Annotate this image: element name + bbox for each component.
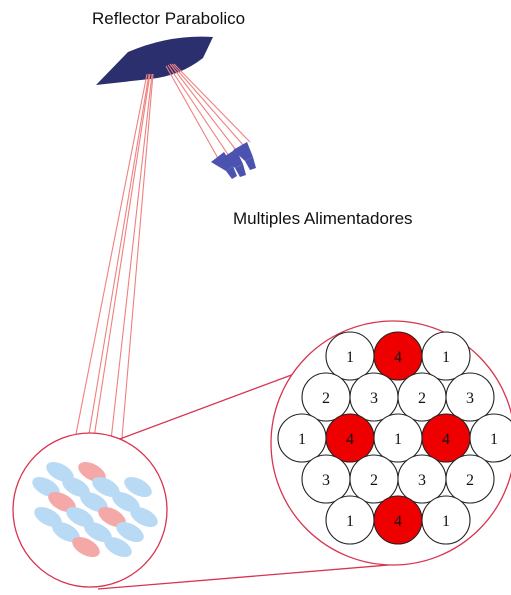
spot-beam <box>124 477 152 497</box>
feeds-label: Multiples Alimentadores <box>233 209 413 228</box>
spot-beam <box>32 477 60 497</box>
ray-line <box>165 65 220 161</box>
spot-beam-footprints <box>32 462 158 557</box>
cell-label: 2 <box>418 390 426 407</box>
ray-line <box>167 64 230 157</box>
cell-label: 2 <box>322 390 330 407</box>
ray-line <box>171 63 245 147</box>
cell-label: 1 <box>442 349 450 366</box>
ray-line <box>80 73 150 483</box>
cell-label: 1 <box>490 431 498 448</box>
spot-beam <box>104 537 132 557</box>
cell-label: 3 <box>466 390 474 407</box>
cell-label: 1 <box>394 431 402 448</box>
spot-beam <box>46 462 74 482</box>
cell-label: 4 <box>394 513 402 530</box>
spot-beam <box>66 507 94 527</box>
cell-label: 3 <box>418 472 426 489</box>
cell-label: 2 <box>370 472 378 489</box>
spot-beam <box>84 522 112 542</box>
cell-circle <box>445 454 495 504</box>
zoom-connector-line <box>108 363 322 444</box>
cell-label: 1 <box>442 513 450 530</box>
cell-circle <box>421 331 471 381</box>
spot-beam-highlight <box>78 462 106 482</box>
reflector-label: Reflector Parabolico <box>92 9 246 28</box>
feed-horn <box>211 152 237 179</box>
spot-beam <box>62 477 90 497</box>
frequency-reuse-cells: 1 4 1 2 3 2 3 1 4 1 4 1 3 2 3 2 1 4 1 <box>277 331 511 545</box>
zoom-connector-line <box>97 563 402 590</box>
ray-line <box>169 63 237 151</box>
spot-beam <box>130 507 158 527</box>
spot-beam <box>112 492 140 512</box>
cell-circle <box>421 495 471 545</box>
cell-label: 4 <box>442 431 450 448</box>
spot-beam <box>116 522 144 542</box>
ray-line <box>62 73 148 501</box>
spot-beam-highlight <box>48 492 76 512</box>
spot-beam <box>52 522 80 542</box>
cell-label: 1 <box>346 349 354 366</box>
cell-label: 1 <box>346 513 354 530</box>
feed-horn-array <box>211 142 256 179</box>
cell-label: 4 <box>346 431 354 448</box>
cell-circle <box>469 413 511 463</box>
spot-beam <box>34 507 62 527</box>
ray-line <box>173 63 251 143</box>
ray-bundle-feeds <box>165 63 251 161</box>
cell-label: 2 <box>466 472 474 489</box>
spot-beam-highlight <box>98 507 126 527</box>
feed-horn <box>233 142 256 170</box>
cell-label: 4 <box>394 349 402 366</box>
spot-beam-highlight <box>72 537 100 557</box>
ray-line <box>92 73 151 445</box>
cell-circle <box>445 372 495 422</box>
cell-label: 1 <box>298 431 306 448</box>
cell-label: 3 <box>370 390 378 407</box>
spot-beam <box>80 492 108 512</box>
parabolic-reflector <box>96 36 213 85</box>
spot-beam <box>92 477 120 497</box>
cell-label: 3 <box>322 472 330 489</box>
